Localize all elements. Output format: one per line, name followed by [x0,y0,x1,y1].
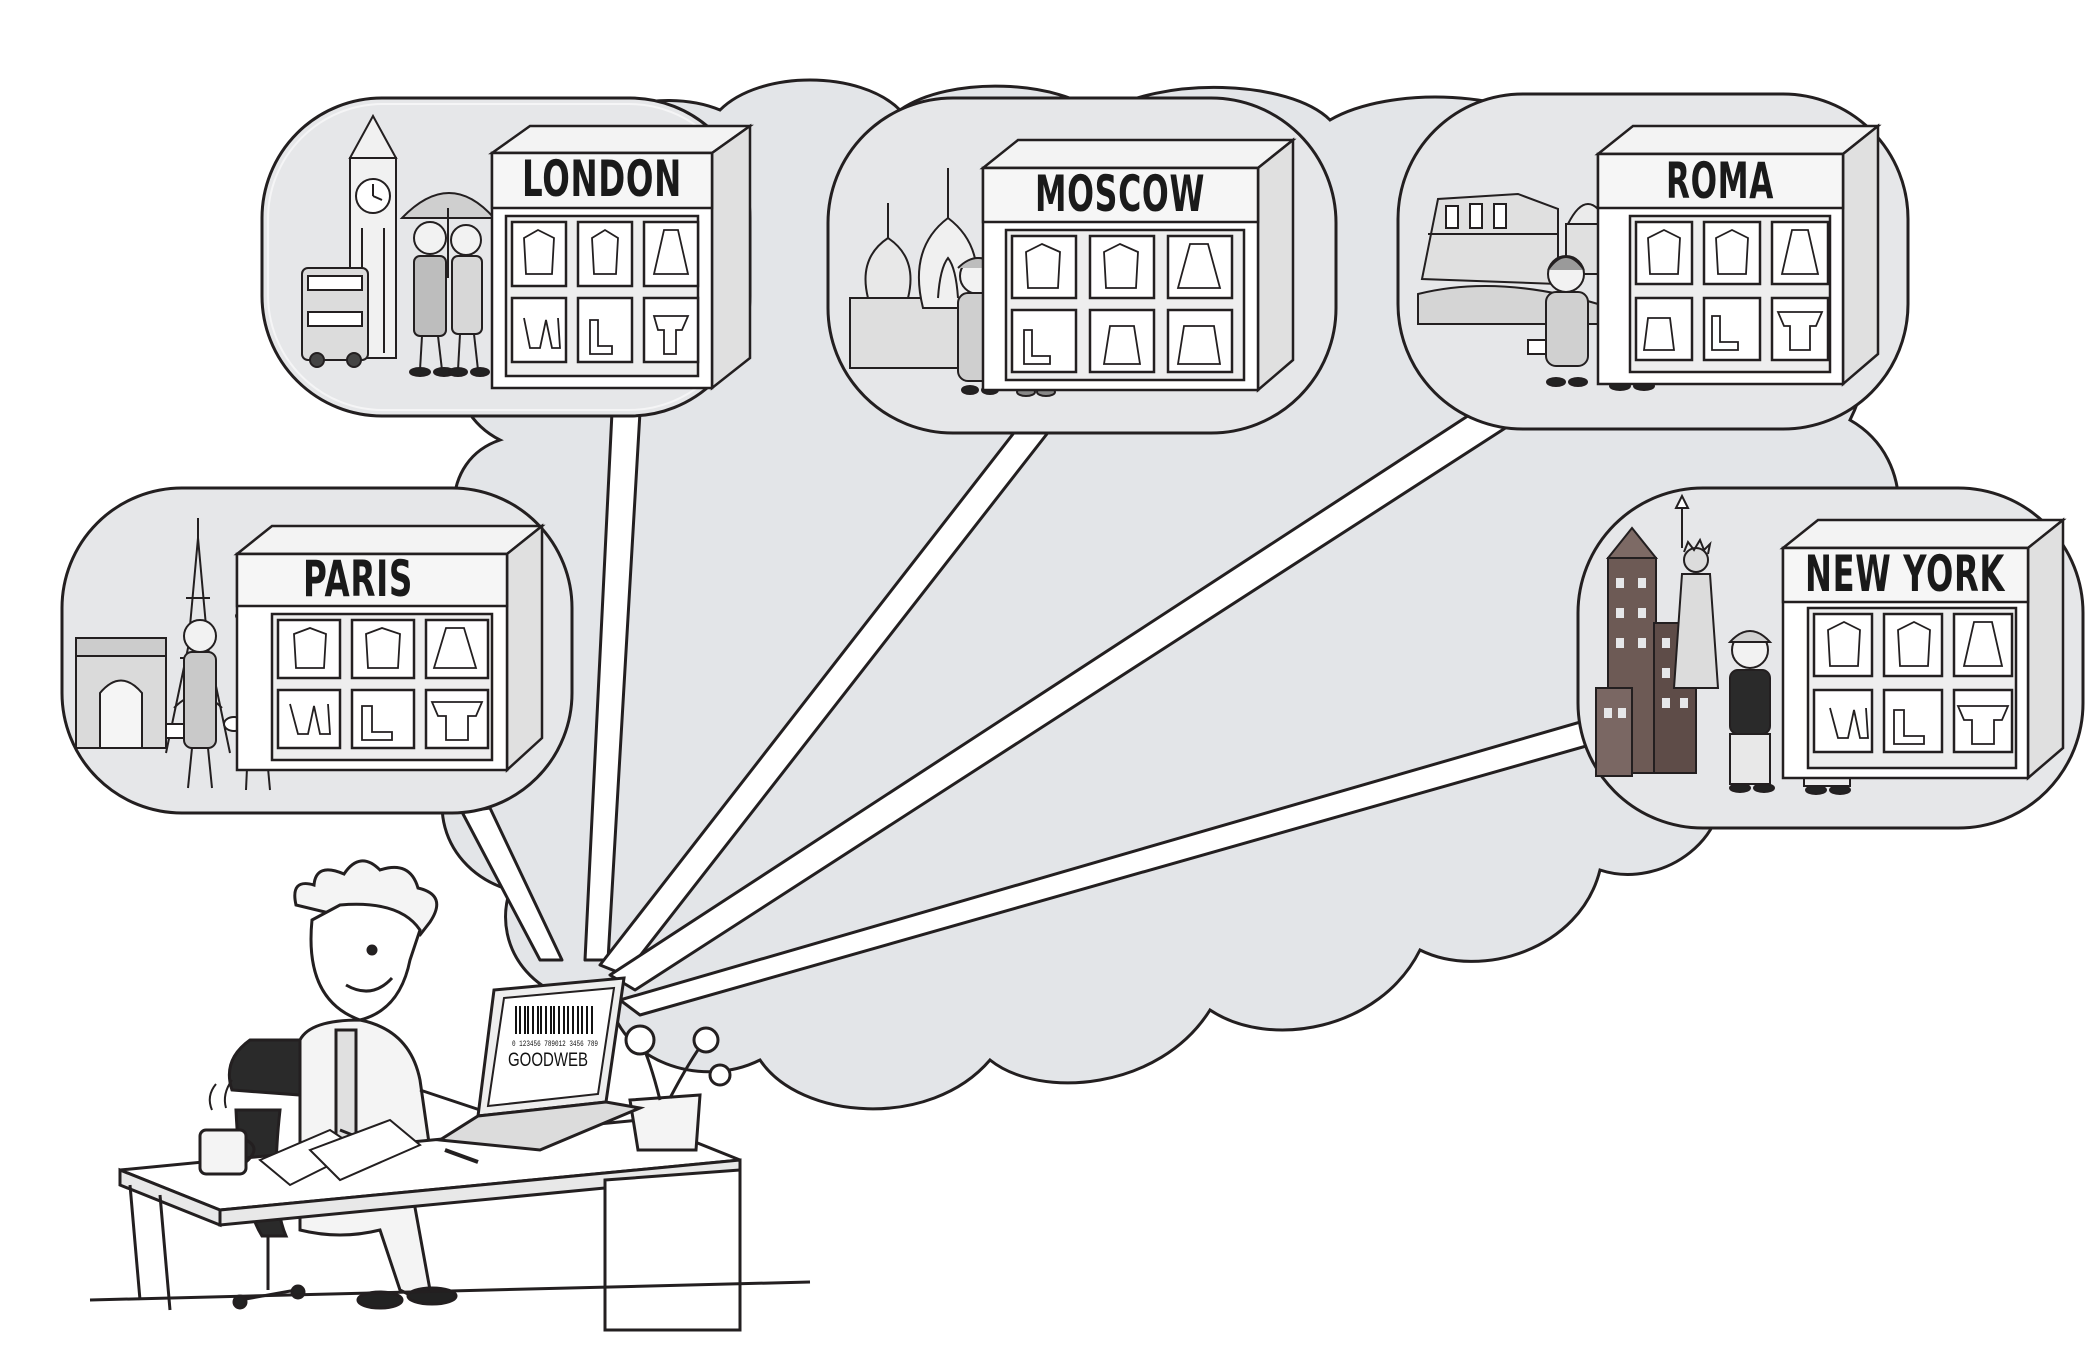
city-name-london: LONDON [522,150,682,208]
bubble-roma: ROMA [1396,92,1910,431]
bubble-newyork: NEW YORK [1576,486,2085,830]
city-name-roma: ROMA [1666,152,1774,210]
desk-scene: 0 123456 789012 3456 789 GOODWEB [89,859,811,1332]
man-at-desk [293,859,495,1310]
laptop: 0 123456 789012 3456 789 GOODWEB [435,976,646,1152]
skyscrapers-icon [1595,526,1697,777]
bubble-london: LONDON [260,96,754,418]
city-name-moscow: MOSCOW [1035,165,1205,223]
laptop-brand-label: GOODWEB [508,1050,588,1071]
arc-de-triomphe-icon [75,637,167,749]
shop-roma: ROMA [1594,123,1882,387]
barcode-icon [515,1006,593,1034]
london-shoppers [399,192,497,377]
shop-newyork: NEW YORK [1779,517,2067,781]
coffee-mug-icon [198,1079,256,1176]
connection-beams [460,406,1627,1017]
shop-paris: PARIS [233,523,546,773]
bubble-paris: PARIS [60,486,574,815]
desk [89,1118,811,1332]
shop-london: LONDON [488,123,754,391]
statue-of-liberty-icon [1672,493,1720,689]
barcode-digits: 0 123456 789012 3456 789 [512,1040,598,1049]
city-name-paris: PARIS [303,550,413,608]
bubble-moscow: MOSCOW [826,96,1338,435]
city-name-newyork: NEW YORK [1805,545,2006,603]
papers [258,1118,479,1187]
potted-plant-icon [624,1024,732,1152]
shop-moscow: MOSCOW [979,137,1297,393]
double-decker-bus-icon [301,267,369,368]
